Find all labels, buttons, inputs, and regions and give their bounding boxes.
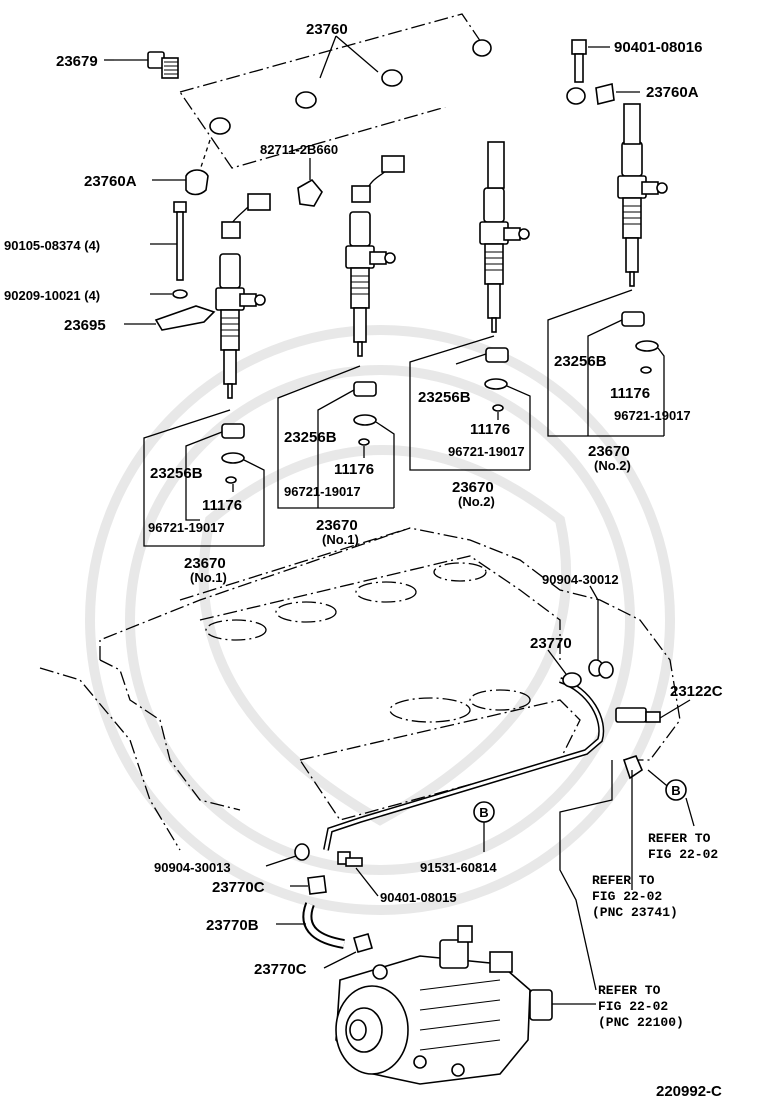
clamp-23760A-top[interactable]: [595, 83, 640, 105]
label-90401-08015: 90401-08015: [380, 890, 457, 905]
label-23770B: 23770B: [206, 917, 259, 934]
ref-leaders: [559, 760, 613, 991]
engine-block: [39, 527, 681, 851]
gasket-90904-30013[interactable]: [294, 843, 310, 861]
injector-4[interactable]: [617, 103, 668, 287]
label-kit1-96721: 96721-19017: [148, 520, 225, 535]
seat-set-4: [621, 311, 659, 374]
label-kit4-no: (No.2): [594, 458, 631, 473]
label-90904-30013: 90904-30013: [154, 860, 231, 875]
label-82711-2B660: 82711-2B660: [260, 142, 338, 157]
injector-3[interactable]: [479, 141, 530, 333]
label-90401-08016: 90401-08016: [614, 39, 702, 56]
refer3-line3: (PNC 22100): [598, 1015, 684, 1030]
label-23760A-left: 23760A: [84, 173, 137, 190]
label-kit4-11176: 11176: [610, 385, 650, 402]
refer2-line3: (PNC 23741): [592, 905, 678, 920]
callout-b-center: B: [473, 801, 495, 852]
refer3-line1: REFER TO: [598, 983, 661, 998]
injection-pump: [335, 925, 596, 1085]
hose-23770B[interactable]: [276, 902, 345, 949]
clamp-plate-23695[interactable]: [124, 305, 216, 331]
label-kit3-no: (No.2): [458, 494, 495, 509]
label-23122C: 23122C: [670, 683, 723, 700]
callout-b-right: B: [665, 779, 695, 827]
watermark-emblem: [85, 325, 675, 915]
label-kit1-23670: 23670: [184, 555, 226, 572]
label-kit3-96721: 96721-19017: [448, 444, 525, 459]
refer1-line2: FIG 22-02: [648, 847, 718, 862]
sensor-23122C[interactable]: [615, 699, 691, 723]
injector-1[interactable]: [215, 193, 271, 399]
injection-pipe-23760[interactable]: [178, 13, 586, 177]
refer3-line2: FIG 22-02: [598, 999, 668, 1014]
figure-id: 220992-C: [656, 1083, 722, 1100]
clamp-23760A-left[interactable]: [152, 169, 209, 196]
washer-90209-10021[interactable]: [150, 289, 188, 299]
kit-leaders: [143, 289, 665, 547]
label-23695: 23695: [64, 317, 106, 334]
label-kit3-11176: 11176: [470, 421, 510, 438]
union-bolt-23679[interactable]: [114, 51, 179, 79]
label-91531-60814: 91531-60814: [420, 860, 497, 875]
bolt-90105-08374[interactable]: [150, 201, 187, 281]
refer2-line2: FIG 22-02: [592, 889, 662, 904]
part-labels: 23760 23679 90401-08016 23760A 23760A 82…: [4, 21, 723, 1100]
label-kit2-96721: 96721-19017: [284, 484, 361, 499]
seat-set-1: [221, 423, 245, 484]
label-23770: 23770: [530, 635, 572, 652]
seat-set-3: [484, 347, 509, 412]
pipe-23770[interactable]: [323, 649, 605, 851]
bolt-90401-08016[interactable]: [571, 39, 610, 83]
refer2-line1: REFER TO: [592, 873, 655, 888]
label-90105-08374: 90105-08374 (4): [4, 238, 100, 253]
injector-2[interactable]: [345, 155, 405, 357]
bolt-90401-08015[interactable]: [337, 851, 379, 897]
gasket-90904-30012[interactable]: [588, 585, 614, 679]
label-kit1-no: (No.1): [190, 570, 227, 585]
label-kit3-23256B: 23256B: [418, 389, 471, 406]
label-23770C-top: 23770C: [212, 879, 265, 896]
label-23679: 23679: [56, 53, 98, 70]
label-23760: 23760: [306, 21, 348, 38]
label-kit4-96721: 96721-19017: [614, 408, 691, 423]
label-kit4-23670: 23670: [588, 443, 630, 460]
label-kit2-23670: 23670: [316, 517, 358, 534]
label-kit3-23670: 23670: [452, 479, 494, 496]
clip-23770C-top[interactable]: [290, 875, 327, 895]
label-kit2-no: (No.1): [322, 532, 359, 547]
label-kit2-23256B: 23256B: [284, 429, 337, 446]
label-kit1-23256B: 23256B: [150, 465, 203, 482]
svg-text:B: B: [479, 805, 488, 820]
fitting-refer-23741: [622, 755, 673, 890]
clip-23770C-bottom[interactable]: [323, 933, 373, 969]
seat-set-2: [353, 381, 377, 446]
label-23770C-bottom: 23770C: [254, 961, 307, 978]
label-kit4-23256B: 23256B: [554, 353, 607, 370]
label-kit2-11176: 11176: [334, 461, 374, 478]
label-90904-30012: 90904-30012: [542, 572, 619, 587]
label-kit1-11176: 11176: [202, 497, 242, 514]
label-90209-10021: 90209-10021 (4): [4, 288, 100, 303]
refer1-line1: REFER TO: [648, 831, 711, 846]
svg-text:B: B: [671, 783, 680, 798]
label-23760A-top: 23760A: [646, 84, 699, 101]
clamp-82711-2B660[interactable]: [297, 158, 323, 207]
